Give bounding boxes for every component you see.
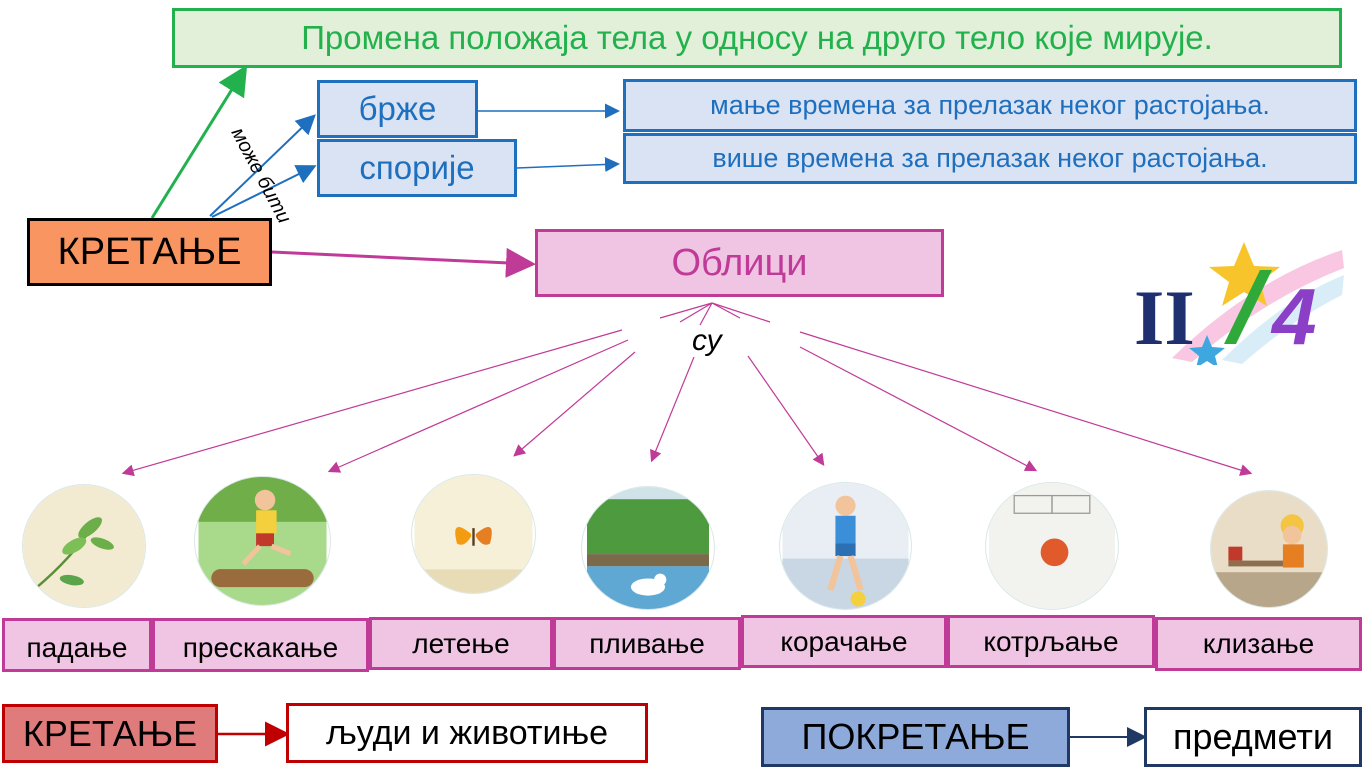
- slower-text: спорије: [359, 149, 475, 186]
- arrow-to-faster: [209, 114, 316, 217]
- sliding-block-icon: [1210, 490, 1328, 608]
- logo: II 4: [1132, 240, 1347, 368]
- motion-target-box: људи и животиње: [286, 703, 648, 763]
- main-concept-text: КРЕТАЊЕ: [57, 230, 242, 273]
- slower-desc-text: више времена за прелазак неког растојања…: [712, 143, 1268, 173]
- svg-text:4: 4: [1270, 272, 1317, 361]
- definition-text: Промена положаја тела у односу на друго …: [301, 19, 1213, 56]
- faster-desc-text: мање времена за прелазак неког растојања…: [710, 90, 1270, 120]
- form-label-falling: падање: [2, 618, 152, 672]
- main-concept-box: КРЕТАЊЕ: [27, 218, 272, 286]
- forms-title: Облици: [671, 241, 808, 284]
- faster-text: брже: [358, 90, 437, 127]
- form-label-jumping: прескакање: [152, 618, 369, 672]
- faster-box: брже: [317, 80, 478, 138]
- rolling-ball-icon: [985, 482, 1119, 610]
- form-label-walking: корачање: [741, 615, 947, 668]
- logo-text: II: [1134, 274, 1195, 361]
- arrow-slower-desc: [516, 156, 620, 172]
- jumping-boy-icon: [194, 476, 331, 606]
- butterfly-icon: [411, 474, 536, 594]
- arrow-to-forms: [271, 247, 536, 278]
- form-label-swimming: пливање: [553, 617, 741, 670]
- slower-box: спорије: [317, 139, 517, 197]
- movement-target-box: предмети: [1144, 707, 1362, 767]
- are-label: су: [692, 324, 722, 357]
- swimming-duck-icon: [581, 486, 715, 610]
- form-label-flying: летење: [369, 617, 553, 670]
- motion-box: КРЕТАЊЕ: [2, 704, 218, 763]
- walking-boy-icon: [779, 482, 912, 610]
- forms-box: Облици: [535, 229, 944, 297]
- arrow-to-definition: [150, 64, 248, 219]
- movement-box: ПОКРЕТАЊЕ: [761, 707, 1070, 767]
- form-label-rolling: котрљање: [947, 615, 1155, 668]
- slower-desc-box: више времена за прелазак неког растојања…: [623, 133, 1357, 184]
- form-label-sliding: клизање: [1155, 617, 1362, 671]
- falling-leaf-icon: [22, 484, 146, 608]
- faster-desc-box: мање времена за прелазак неког растојања…: [623, 79, 1357, 132]
- definition-box: Промена положаја тела у односу на друго …: [172, 8, 1342, 68]
- arrow-to-slower: [211, 165, 317, 218]
